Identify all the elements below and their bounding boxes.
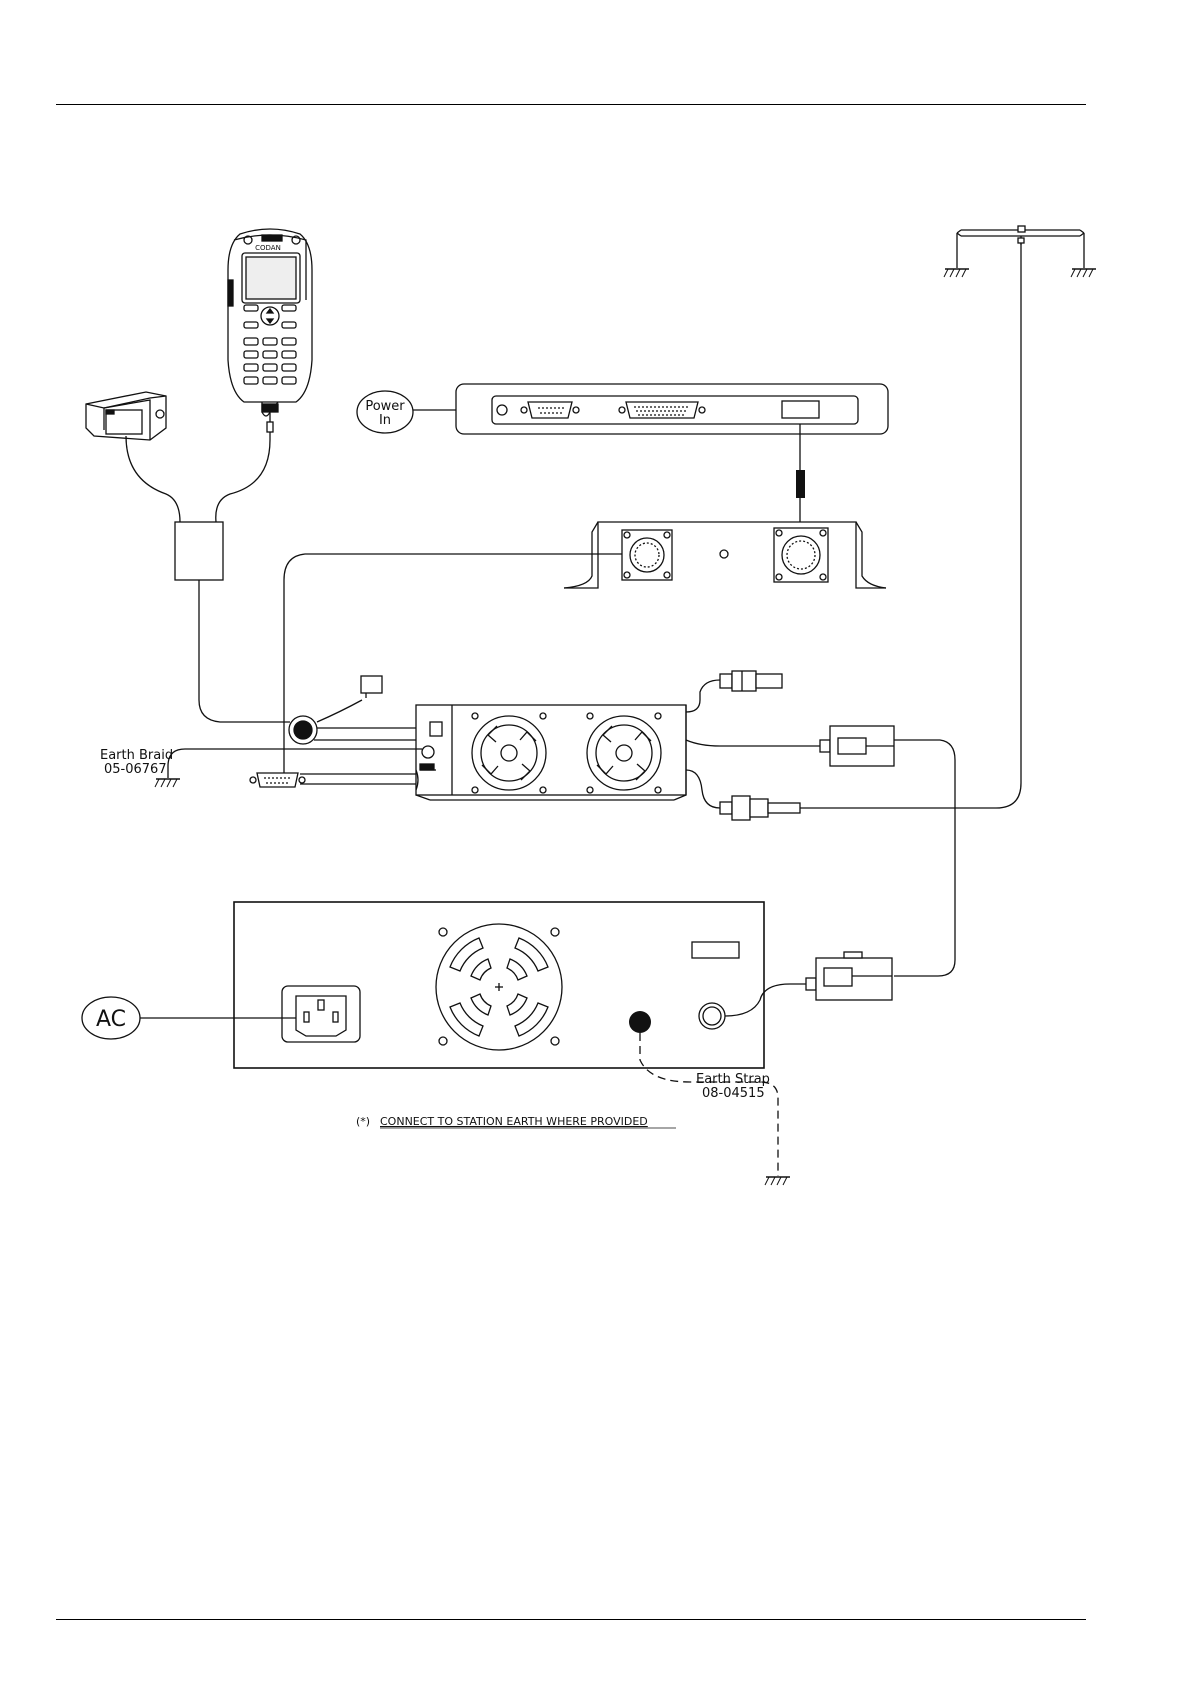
- interface-module: [564, 522, 886, 588]
- ground-icon: [155, 779, 180, 787]
- rf-connector: [720, 671, 782, 691]
- handset-icon: [228, 229, 312, 440]
- note-marker: (*): [356, 1115, 370, 1128]
- rf-connector: [720, 796, 800, 820]
- ground-icon: [1071, 269, 1096, 277]
- handset-brand: CODAN: [255, 244, 281, 252]
- ferrite-bead: [796, 470, 805, 498]
- psu-label-plate: [692, 942, 739, 958]
- earth-braid-title: Earth Braid: [100, 748, 173, 763]
- ac-label: AC: [96, 1007, 126, 1032]
- earth-stud: [629, 1011, 651, 1033]
- accessory-cables: [126, 436, 290, 722]
- speaker-icon: [86, 392, 166, 440]
- power-in-line2: In: [379, 413, 391, 428]
- earth-strap-title: Earth Strap: [696, 1072, 770, 1087]
- earth-strap-part: 08-04515: [702, 1086, 765, 1101]
- note-text: CONNECT TO STATION EARTH WHERE PROVIDED: [380, 1115, 648, 1128]
- power-connector: [820, 726, 955, 976]
- ground-icon: [944, 269, 969, 277]
- transceiver-rear-panel: [456, 384, 888, 470]
- earth-braid-part: 05-06767: [104, 762, 167, 777]
- junction-box: [175, 522, 223, 580]
- power-in-line1: Power: [365, 399, 405, 414]
- ground-icon: [765, 1177, 790, 1185]
- tuner-unit: [300, 680, 820, 808]
- db-connector-icon: [250, 773, 305, 787]
- cable-gland: [289, 676, 382, 744]
